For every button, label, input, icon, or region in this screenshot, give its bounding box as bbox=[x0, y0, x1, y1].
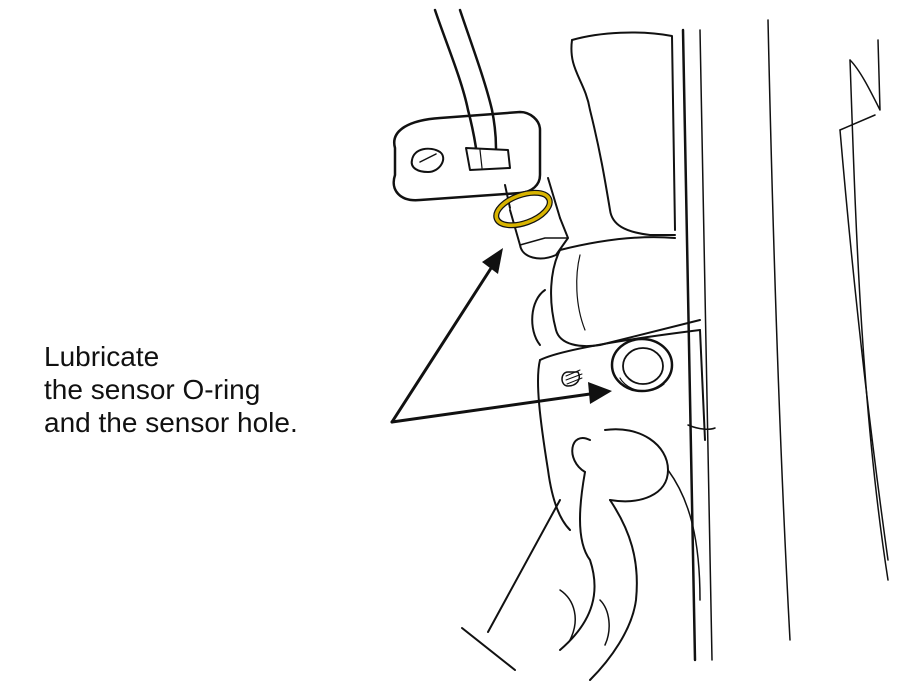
sensor-boss bbox=[531, 236, 701, 348]
callout-line-1: Lubricate bbox=[44, 341, 160, 372]
sensor-body bbox=[392, 110, 569, 260]
mounting-plate bbox=[536, 329, 706, 531]
callout-line-2: the sensor O-ring bbox=[44, 374, 261, 405]
lower-arm bbox=[559, 424, 716, 681]
arrowheads bbox=[482, 248, 612, 404]
callout-arrows bbox=[390, 260, 592, 424]
sensor-o-ring bbox=[493, 189, 553, 229]
knuckle-outline bbox=[570, 19, 889, 662]
callout-line-3: and the sensor hole. bbox=[44, 407, 298, 438]
sensor-hole bbox=[610, 337, 674, 393]
bottom-leader bbox=[461, 499, 561, 671]
sensor-wire bbox=[433, 8, 498, 150]
threaded-hole bbox=[561, 369, 583, 387]
callout-text: Lubricate the sensor O-ring and the sens… bbox=[44, 340, 298, 439]
